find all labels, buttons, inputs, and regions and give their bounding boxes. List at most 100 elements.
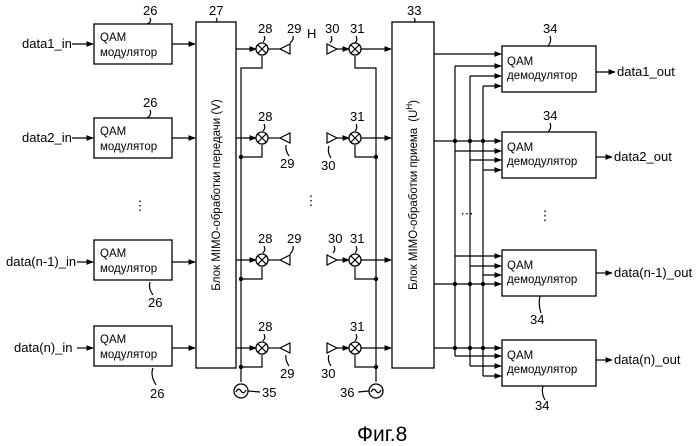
svg-text:демодулятор: демодулятор: [507, 274, 577, 286]
ref-28-b: 28: [258, 109, 272, 124]
qam-demodulator-2: QAM демодулятор: [502, 132, 596, 178]
rx-chain-n: [327, 342, 391, 354]
svg-text:модулятор: модулятор: [100, 263, 157, 275]
qam-modulator-1: QAM модулятор: [94, 24, 172, 64]
ellipsis-rx-bus: ⋯: [461, 206, 474, 221]
ref-28-a: 28: [258, 21, 272, 36]
figure-caption: Фиг.8: [357, 423, 407, 446]
svg-text:QAM: QAM: [100, 334, 126, 346]
ref-29-b: 29: [280, 156, 294, 171]
ref-26-a: 26: [143, 3, 157, 18]
ref-34-c: 34: [530, 312, 544, 327]
ref-29-c: 29: [287, 231, 301, 246]
rx-chain-1: [327, 43, 391, 55]
ref-26-b: 26: [143, 95, 157, 110]
svg-text:QAM: QAM: [100, 248, 126, 260]
channel-label: H: [307, 26, 316, 41]
leader-29-d: [286, 355, 289, 366]
ref-34-a: 34: [543, 21, 557, 36]
leader-28-b: [263, 124, 265, 131]
qam-demodulator-1: QAM демодулятор: [502, 46, 596, 92]
leader-28-d: [263, 334, 265, 341]
svg-text:демодулятор: демодулятор: [507, 156, 577, 168]
rx-chain-2: [327, 132, 391, 144]
leader-30-c: [333, 246, 335, 253]
svg-text:QAM: QAM: [507, 56, 533, 68]
ellipsis-channel: ⋮: [305, 193, 318, 208]
ref-35: 35: [262, 385, 276, 400]
leader-28-c: [263, 246, 265, 253]
ref-28-d: 28: [258, 319, 272, 334]
ref-26-c: 26: [148, 295, 162, 310]
qam-demodulator-n1: QAM демодулятор: [502, 250, 596, 296]
svg-text:демодулятор: демодулятор: [507, 70, 577, 82]
svg-text:модулятор: модулятор: [100, 349, 157, 361]
svg-text:QAM: QAM: [507, 350, 533, 362]
qam-modulator-n1: QAM модулятор: [94, 240, 172, 280]
leader-31-a: [355, 36, 357, 43]
ref-31-a: 31: [350, 21, 364, 36]
ref-28-c: 28: [258, 231, 272, 246]
ellipsis-demod: ⋮: [539, 208, 552, 223]
ref-26-d: 26: [150, 386, 164, 401]
ref-31-b: 31: [350, 109, 364, 124]
qam-modulator-2: QAM модулятор: [94, 118, 172, 158]
output-label-1: data1_out: [617, 64, 675, 79]
ref-31-d: 31: [350, 319, 364, 334]
svg-text:Блок MIMO-обработки приема(UH): Блок MIMO-обработки приема(UH): [405, 100, 420, 290]
leader-26-c: [149, 282, 153, 295]
leader-29-b: [286, 145, 289, 156]
leader-30-d: [328, 355, 331, 366]
output-label-n: data(n)_out: [614, 352, 681, 367]
ref-27: 27: [209, 3, 223, 18]
leader-29-a: [290, 36, 293, 43]
tx-mimo-block: Блок MIMO-обработки передачи (V): [196, 22, 236, 368]
ref-33: 33: [407, 3, 421, 18]
ref-30-b: 30: [321, 158, 335, 173]
rx-oscillator: [358, 384, 383, 398]
leader-28-a: [263, 36, 265, 42]
tx-chain-n1: [236, 254, 290, 266]
tx-chain-1: [236, 43, 290, 55]
tx-oscillator: [234, 384, 260, 398]
ref-30-d: 30: [321, 366, 335, 381]
svg-text:QAM: QAM: [507, 142, 533, 154]
ref-34-b: 34: [543, 108, 557, 123]
ref-34-d: 34: [535, 398, 549, 413]
leader-26-a: [147, 18, 151, 24]
ref-36: 36: [340, 385, 354, 400]
ref-29-d: 29: [280, 366, 294, 381]
leader-31-d: [355, 334, 357, 341]
svg-text:модулятор: модулятор: [100, 141, 157, 153]
rx-chain-n1: [327, 254, 391, 266]
input-label-2: data2_in: [22, 130, 72, 145]
ref-29-a: 29: [287, 21, 301, 36]
svg-text:Блок MIMO-обработки передачи (: Блок MIMO-обработки передачи (V): [211, 99, 223, 291]
leader-31-c: [355, 246, 357, 253]
leader-33: [414, 18, 415, 22]
leader-29-c: [290, 246, 293, 254]
leader-34-c: [539, 296, 541, 313]
output-label-2: data2_out: [614, 149, 672, 164]
leader-26-b: [147, 110, 151, 118]
leader-30-a: [330, 36, 332, 43]
qam-modulator-n: QAM модулятор: [94, 326, 172, 366]
leader-30-b: [328, 146, 331, 158]
qam-demodulator-n: QAM демодулятор: [502, 340, 596, 386]
svg-text:QAM: QAM: [100, 32, 126, 44]
svg-text:QAM: QAM: [100, 126, 126, 138]
svg-text:QAM: QAM: [507, 260, 533, 272]
tx-chain-2: [236, 132, 290, 144]
input-label-1: data1_in: [22, 36, 72, 51]
tx-chain-n: [236, 342, 290, 354]
svg-text:модулятор: модулятор: [100, 47, 157, 59]
rx-mimo-block: Блок MIMO-обработки приема(UH): [392, 22, 434, 368]
input-label-n: data(n)_in: [14, 340, 73, 355]
leader-26-d: [152, 368, 156, 385]
ref-30-c: 30: [328, 231, 342, 246]
leader-34-a: [548, 36, 551, 46]
svg-text:демодулятор: демодулятор: [507, 364, 577, 376]
leader-34-b: [548, 123, 551, 132]
ellipsis-mod: ⋮: [134, 198, 147, 213]
ref-30-a: 30: [325, 21, 339, 36]
